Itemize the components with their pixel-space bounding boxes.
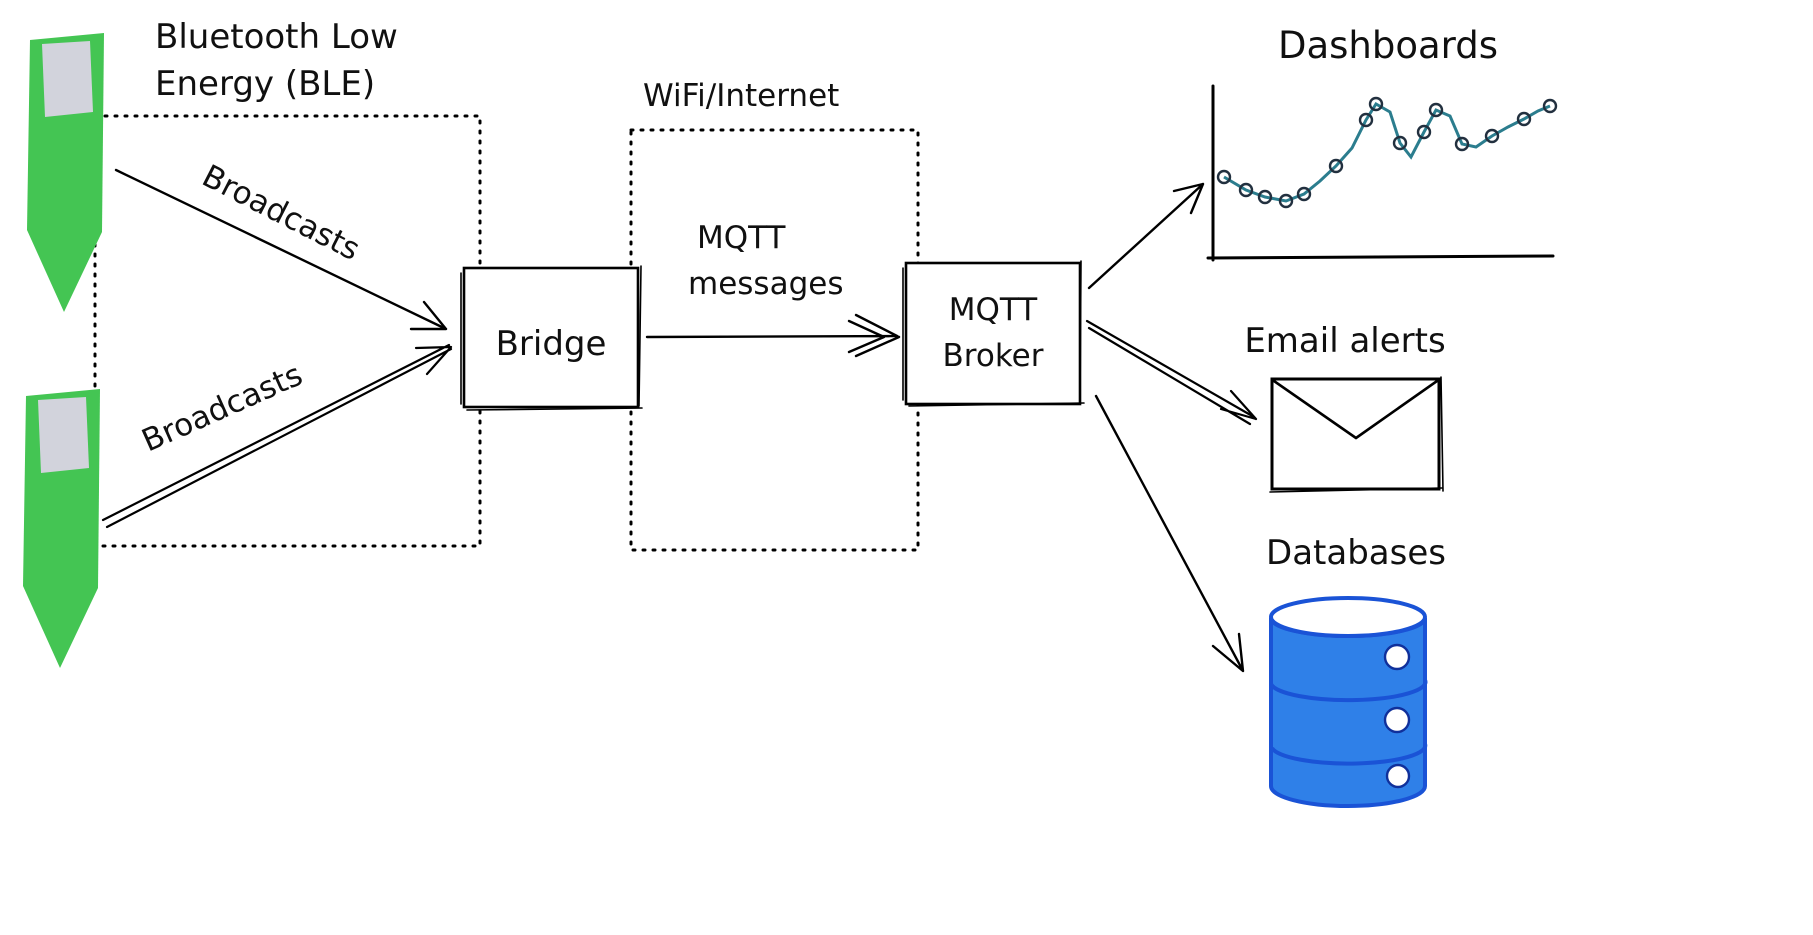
bridge-box-sketch — [460, 265, 643, 411]
arrow-broker-to-email — [1085, 319, 1258, 426]
envelope-flap — [1272, 379, 1439, 440]
chart-point — [1257, 189, 1273, 205]
arrow-bridge-to-broker — [645, 313, 901, 358]
chart-point — [1428, 102, 1444, 118]
ble-group-label-line1: Bluetooth Low — [155, 17, 398, 57]
broadcasts-top-label: Broadcasts — [196, 158, 365, 268]
chart-point — [1454, 136, 1470, 152]
chart-point — [1296, 186, 1312, 202]
db-separators — [1269, 679, 1428, 766]
bridge-label: Bridge — [496, 324, 607, 364]
email-envelope-icon — [1269, 376, 1444, 493]
dashboards-label: Dashboards — [1278, 24, 1498, 67]
chart-point — [1516, 111, 1532, 127]
arrow-broker-to-databases — [1094, 394, 1245, 673]
chart-point — [1328, 158, 1344, 174]
chart-point — [1216, 169, 1232, 185]
chart-point — [1416, 124, 1432, 140]
sensor-screen — [42, 41, 93, 117]
dashboards-chart-icon — [1206, 84, 1558, 262]
arrow-broker-to-dashboards — [1087, 182, 1205, 290]
arrow-broadcast-top — [114, 168, 448, 331]
db-hole — [1383, 643, 1411, 671]
chart-point-markers — [1216, 96, 1558, 209]
sensor-screen — [38, 397, 89, 473]
ble-group-label-line2: Energy (BLE) — [155, 64, 375, 104]
wifi-group-label: WiFi/Internet — [643, 78, 839, 114]
db-top — [1269, 596, 1427, 638]
envelope-sketch — [1269, 376, 1444, 493]
mqtt-messages-label-line1: MQTT — [697, 220, 787, 256]
broker-box — [904, 261, 1082, 406]
chart-point — [1368, 96, 1384, 112]
chart-line — [1223, 101, 1551, 203]
db-holes — [1383, 643, 1411, 789]
databases-label: Databases — [1266, 533, 1446, 573]
mqtt-broker-node: MQTT Broker — [902, 260, 1085, 407]
db-hole — [1383, 706, 1411, 734]
bridge-box — [462, 266, 640, 409]
broker-label-line1: MQTT — [949, 292, 1039, 328]
chart-point — [1484, 128, 1500, 144]
ble-sensor-bottom-icon — [23, 389, 100, 668]
ble-group-box — [93, 114, 482, 548]
mqtt-messages-label-line2: messages — [688, 266, 843, 302]
database-cylinder-icon — [1269, 596, 1428, 808]
broker-box-sketch — [902, 260, 1085, 407]
chart-axes — [1206, 84, 1555, 262]
email-alerts-label: Email alerts — [1244, 321, 1445, 361]
chart-point — [1542, 98, 1558, 114]
envelope-box — [1270, 377, 1441, 491]
chart-point — [1238, 182, 1254, 198]
broker-label-line2: Broker — [943, 338, 1044, 374]
chart-point — [1358, 112, 1374, 128]
arrow-broadcast-bottom — [101, 343, 453, 529]
chart-point — [1392, 135, 1408, 151]
bridge-node: Bridge — [460, 265, 643, 411]
wifi-group-box — [629, 128, 920, 552]
chart-point — [1278, 193, 1294, 209]
broadcasts-bottom-label: Broadcasts — [137, 357, 308, 460]
db-hole — [1385, 763, 1411, 789]
ble-sensor-top-icon — [27, 33, 104, 312]
